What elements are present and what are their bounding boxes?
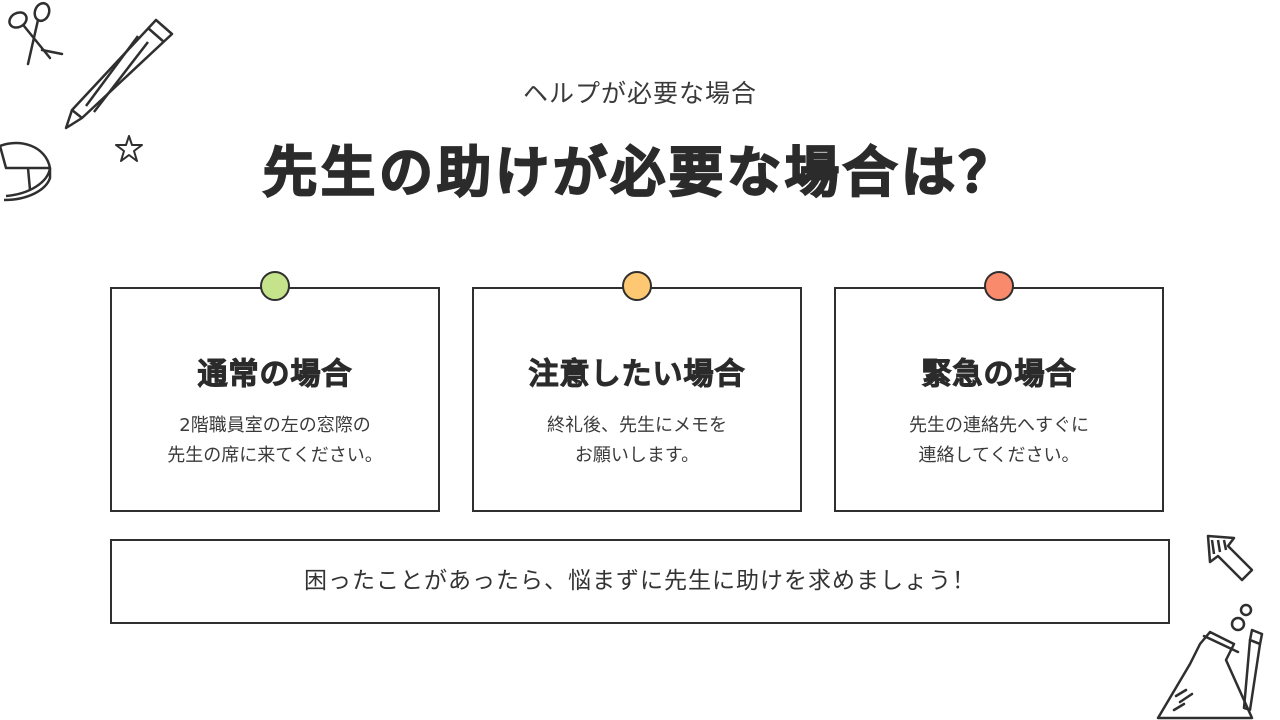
card-caution: 注意したい場合 終礼後、先生にメモを お願いします。: [472, 271, 802, 512]
card-text: 2階職員室の左の窓際の 先生の席に来てください。: [122, 411, 428, 471]
star-icon: [115, 135, 143, 162]
card-text-line: お願いします。: [574, 445, 700, 466]
page-title: 先生の助けが必要な場合は？: [262, 140, 1017, 205]
flask-icon: [1156, 603, 1264, 720]
page-subtitle: ヘルプが必要な場合: [522, 79, 757, 108]
pin-icon: [984, 271, 1014, 301]
arrow-icon: [1206, 534, 1254, 582]
card-text-line: 先生の連絡先へすぐに: [909, 415, 1089, 436]
card-normal: 通常の場合 2階職員室の左の窓際の 先生の席に来てください。: [110, 271, 440, 512]
card-text: 終礼後、先生にメモを お願いします。: [484, 411, 790, 471]
card-title: 緊急の場合: [921, 357, 1077, 393]
card-title: 通常の場合: [197, 357, 353, 393]
card-text-line: 終礼後、先生にメモを: [547, 415, 727, 436]
card-emergency: 緊急の場合 先生の連絡先へすぐに 連絡してください。: [834, 271, 1164, 512]
pencil-icon: [64, 18, 174, 130]
card-text-line: 先生の席に来てください。: [167, 445, 383, 466]
pin-icon: [260, 271, 290, 301]
scissors-icon: [8, 1, 64, 66]
card-text-line: 2階職員室の左の窓際の: [179, 415, 371, 436]
card-text-line: 連絡してください。: [918, 445, 1080, 466]
card-title: 注意したい場合: [528, 357, 746, 393]
message-banner: 困ったことがあったら、悩まずに先生に助けを求めましょう！: [110, 539, 1170, 624]
card-text: 先生の連絡先へすぐに 連絡してください。: [846, 411, 1152, 471]
pin-icon: [622, 271, 652, 301]
pie-chart-icon: [0, 141, 52, 202]
